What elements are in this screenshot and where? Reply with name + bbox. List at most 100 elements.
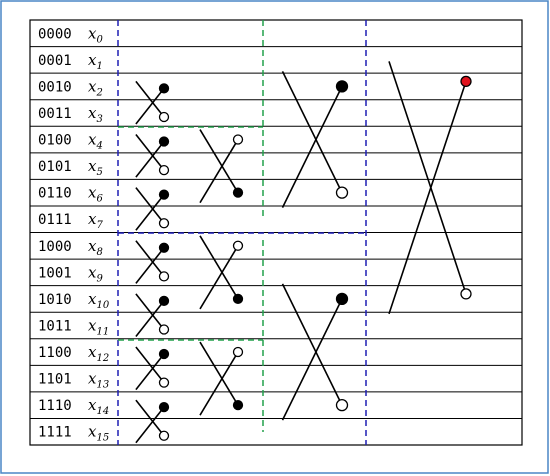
row-binary-code: 0111 (38, 212, 72, 228)
crossing-line (199, 245, 239, 310)
row-variable-label: x11 (88, 316, 109, 337)
row-binary-code: 0101 (38, 159, 72, 175)
filled-node (232, 400, 244, 411)
crossing-line (135, 399, 165, 437)
row-binary-code: 1101 (38, 372, 72, 388)
filled-node (158, 242, 170, 253)
row-variable-label: x10 (88, 290, 110, 311)
crossing-stage-1 (135, 346, 170, 391)
open-node (158, 164, 170, 176)
filled-node (232, 293, 244, 305)
crossing-line (135, 187, 165, 224)
crossing-stage-2 (199, 129, 244, 204)
row-binary-code: 1100 (38, 345, 72, 361)
crossing-line (281, 71, 343, 194)
row-variable-label: x3 (88, 104, 103, 125)
crossings (135, 61, 472, 444)
crossing-stage-1 (135, 293, 170, 337)
row-variable-label: x13 (88, 370, 109, 391)
row-binary-code: 0010 (38, 79, 72, 95)
filled-node (335, 80, 349, 93)
crossing-line (135, 87, 165, 125)
open-node (232, 134, 244, 145)
row-variable-label: x5 (88, 157, 103, 178)
row-variable-label: x1 (88, 51, 103, 72)
crossing-stage-1 (135, 134, 170, 178)
crossing-line (135, 346, 165, 384)
open-node (158, 218, 170, 229)
row-variable-label: x7 (88, 210, 103, 231)
crossing-stage-1 (135, 240, 170, 284)
filled-node (158, 189, 170, 200)
crossing-line (135, 194, 165, 231)
crossing-stage-2 (199, 235, 244, 310)
crossing-line (135, 353, 165, 391)
row-variable-label: x4 (88, 131, 103, 152)
row-variable-label: x9 (88, 263, 103, 284)
row-grid-lines (30, 46, 522, 419)
crossing-line (199, 139, 239, 204)
crossing-line (135, 134, 165, 171)
row-binary-code: 1110 (38, 398, 72, 414)
crossing-line (281, 86, 343, 209)
crossing-line (388, 61, 467, 295)
crossing-line (135, 240, 165, 277)
open-node (335, 186, 349, 199)
open-node (158, 377, 170, 388)
crossing-stage-1 (135, 80, 170, 125)
crossing-line (135, 406, 165, 444)
row-binary-code: 0110 (38, 186, 72, 202)
crossing-line (135, 247, 165, 284)
open-node (158, 111, 170, 123)
highlight-node (460, 75, 472, 88)
open-node (460, 288, 472, 300)
row-variable-label: x12 (88, 343, 109, 364)
crossing-line (199, 235, 239, 300)
blue-dashed-partitions (117, 20, 367, 445)
crossing-stage-3 (281, 283, 349, 421)
crossing-line (199, 341, 239, 406)
crossing-line (199, 129, 239, 194)
filled-node (158, 136, 170, 147)
row-binary-code: 0001 (38, 53, 72, 69)
crossing-line (135, 141, 165, 178)
open-node (158, 430, 170, 441)
row-variable-label: x8 (88, 237, 103, 258)
open-node (232, 346, 244, 358)
crossing-line (388, 81, 467, 315)
filled-node (232, 187, 244, 198)
filled-node (158, 402, 170, 413)
row-binary-code: 1011 (38, 318, 72, 334)
filled-node (158, 83, 170, 94)
crossing-stage-1 (135, 399, 170, 444)
row-binary-code: 1111 (38, 425, 72, 441)
crossing-stage-1 (135, 187, 170, 231)
open-node (158, 271, 170, 282)
row-binary-code: 1000 (38, 239, 72, 255)
filled-node (158, 348, 170, 360)
crossing-line (199, 351, 239, 416)
row-variable-label: x2 (88, 77, 103, 98)
row-binary-code: 0000 (38, 26, 72, 42)
open-node (158, 324, 170, 335)
crossing-stage-2 (199, 341, 244, 416)
row-binary-code: 1001 (38, 265, 72, 281)
row-binary-code: 0100 (38, 133, 72, 149)
row-variable-label: x0 (88, 24, 103, 45)
filled-node (335, 292, 349, 306)
row-variable-label: x14 (88, 396, 109, 417)
filled-node (158, 295, 170, 307)
crossing-stage-3 (281, 71, 349, 209)
row-variable-label: x15 (88, 423, 109, 444)
crossing-line (135, 80, 165, 118)
crossing-line (281, 283, 343, 406)
green-dashed-partitions (118, 20, 264, 432)
open-node (232, 240, 244, 251)
crossing-stage-4 (388, 61, 472, 315)
row-binary-code: 1010 (38, 292, 72, 308)
open-node (335, 399, 349, 412)
